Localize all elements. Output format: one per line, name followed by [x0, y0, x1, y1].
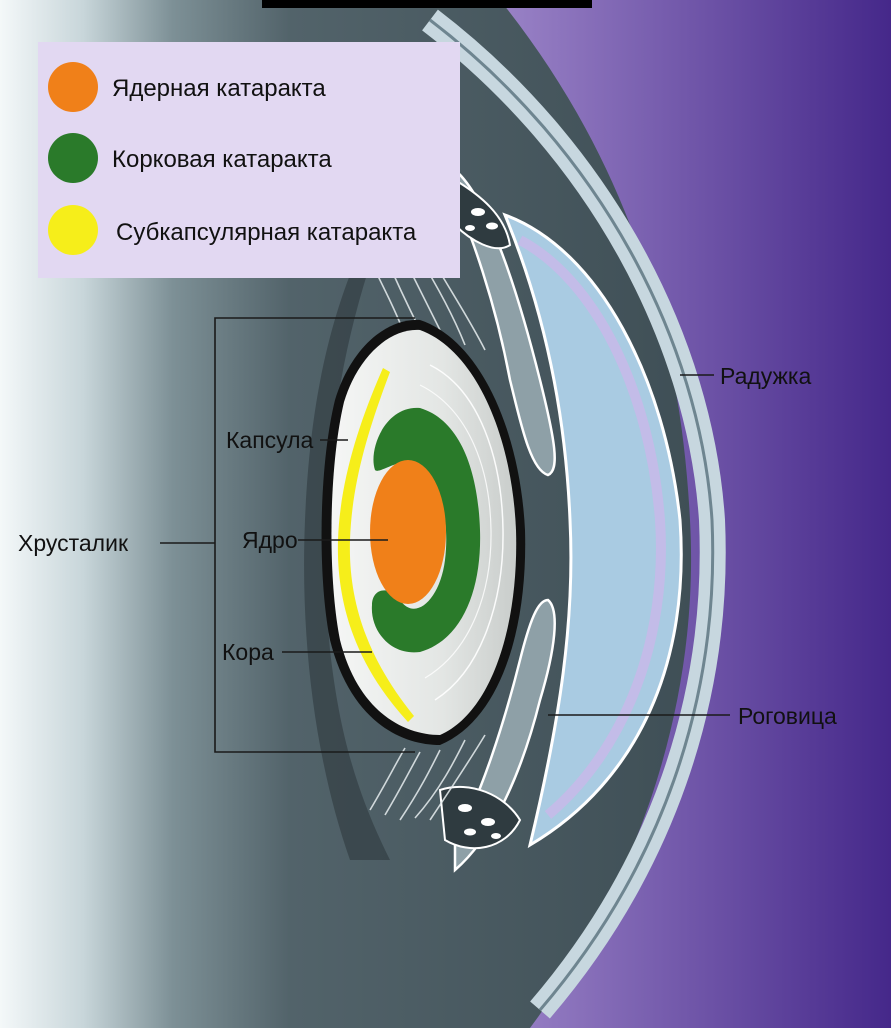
capsule-label: Капсула [226, 427, 314, 453]
nucleus-label: Ядро [242, 527, 298, 553]
iris-label: Радужка [720, 363, 812, 389]
legend-swatch-cortical [48, 133, 98, 183]
cropped-title-fragment [262, 0, 592, 8]
lens-label: Хрусталик [18, 530, 129, 556]
legend-swatch-subcapsular [48, 205, 98, 255]
cortex-label: Кора [222, 639, 274, 665]
legend-label-subcapsular: Субкапсулярная катаракта [116, 219, 417, 246]
nuclear-cataract [370, 460, 446, 604]
legend-label-cortical: Корковая катаракта [112, 146, 332, 173]
cornea-label: Роговица [738, 703, 837, 729]
legend-swatch-nuclear [48, 62, 98, 112]
legend: Ядерная катаракта Корковая катаракта Суб… [38, 42, 460, 278]
legend-label-nuclear: Ядерная катаракта [112, 75, 326, 102]
